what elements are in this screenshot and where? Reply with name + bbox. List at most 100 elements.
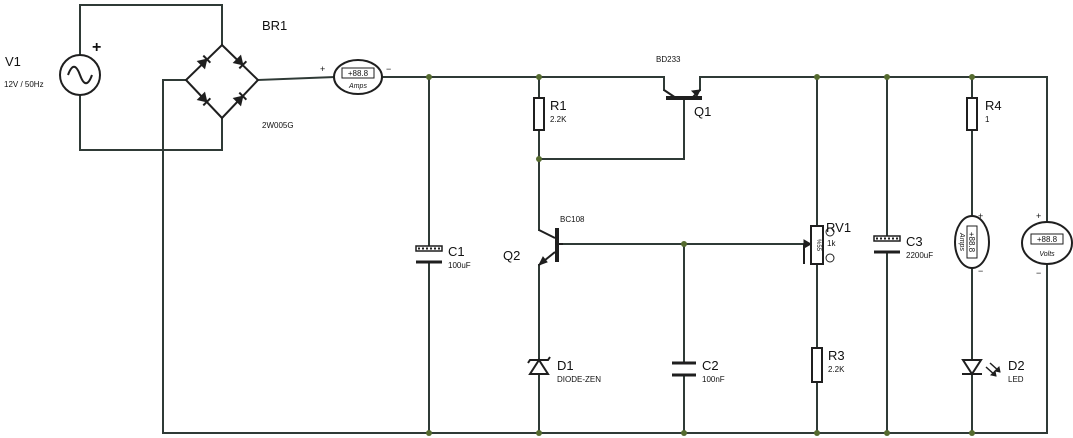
increment-icon xyxy=(825,227,835,237)
c1-ref-label: C1 xyxy=(448,244,465,259)
ammeter-minus-terminal: − xyxy=(978,266,983,276)
led-d2: D2 LED xyxy=(961,358,1025,384)
voltmeter-minus-terminal: − xyxy=(1036,268,1041,278)
decrement-icon xyxy=(825,253,835,263)
led-icon xyxy=(961,359,983,376)
capacitor-c2: C2 100nF xyxy=(672,358,725,384)
r3-ref-label: R3 xyxy=(828,348,845,363)
r4-ref-label: R4 xyxy=(985,98,1002,113)
voltmeter-output: +88.8 Volts + − xyxy=(1021,211,1073,278)
junction-dot xyxy=(426,430,432,436)
zener-diode-d1: D1 DIODE-ZEN xyxy=(527,356,601,384)
diode-icon xyxy=(232,54,248,70)
wire-bridge-minus xyxy=(162,79,187,434)
capacitor-c3: C3 2200uF xyxy=(873,234,933,260)
transistor-collector-leg xyxy=(538,229,556,239)
ammeter-reading: +88.8 xyxy=(348,69,369,78)
diode-icon xyxy=(196,54,212,70)
c1-value-label: 100uF xyxy=(448,261,471,270)
ammeter-input: +88.8 Amps + − xyxy=(320,59,391,95)
c3-ref-label: C3 xyxy=(906,234,923,249)
junction-dot xyxy=(536,74,542,80)
junction-dot xyxy=(426,74,432,80)
transistor-q1: BD233 Q1 xyxy=(656,55,711,119)
r1-value-label: 2.2K xyxy=(550,115,567,124)
ammeter-unit: Amps xyxy=(348,83,367,90)
wire-q1-base xyxy=(538,97,685,160)
junction-dot xyxy=(884,74,890,80)
junction-dot xyxy=(969,430,975,436)
ammeter-reading: +88.8 xyxy=(967,232,976,253)
bridge-diamond-icon xyxy=(184,43,260,120)
junctions xyxy=(426,74,975,436)
q2-value-label: BC108 xyxy=(560,215,585,224)
resistor-icon xyxy=(811,347,823,383)
potentiometer-rv1: %55 RV1 1k xyxy=(803,220,851,265)
v1-value-label: 12V / 50Hz xyxy=(4,80,44,89)
junction-dot xyxy=(814,430,820,436)
junction-dot xyxy=(536,156,542,162)
q1-ref-label: Q1 xyxy=(694,104,711,119)
ammeter-minus-terminal: − xyxy=(386,64,391,74)
meter-display xyxy=(341,67,375,79)
potentiometer-icon xyxy=(810,225,824,265)
v1-ref-label: V1 xyxy=(5,54,21,69)
ammeter-led: +88.8 Amps + − xyxy=(954,211,990,276)
rv1-value-label: 1k xyxy=(827,239,836,248)
capacitor-icon xyxy=(873,235,901,242)
junction-dot xyxy=(536,430,542,436)
transistor-collector-leg xyxy=(663,89,677,99)
r1-ref-label: R1 xyxy=(550,98,567,113)
d2-ref-label: D2 xyxy=(1008,358,1025,373)
resistor-icon xyxy=(533,97,545,131)
wire-reg-rail xyxy=(699,76,1048,223)
wire-unreg-rail xyxy=(381,76,665,91)
resistor-r4: R4 1 xyxy=(966,97,1002,131)
v1-plus-sign: + xyxy=(92,39,101,56)
capacitor-icon xyxy=(415,245,443,252)
resistor-r3: R3 2.2K xyxy=(811,347,845,383)
junction-dot xyxy=(681,241,687,247)
meter-display xyxy=(1030,233,1064,245)
q2-ref-label: Q2 xyxy=(503,248,520,263)
d2-value-label: LED xyxy=(1008,375,1024,384)
wire-bridge-plus xyxy=(256,75,336,82)
wire-v1-top xyxy=(79,4,223,61)
c2-value-label: 100nF xyxy=(702,375,725,384)
wire-v1-bottom xyxy=(79,89,223,151)
junction-dot xyxy=(814,74,820,80)
junction-dot xyxy=(884,430,890,436)
junction-dot xyxy=(681,430,687,436)
emitter-arrow-icon xyxy=(690,89,701,97)
wires xyxy=(79,4,1048,434)
rv1-percent-label: %55 xyxy=(815,239,821,252)
zener-cathode-bar xyxy=(527,356,551,364)
resistor-r1: R1 2.2K xyxy=(533,97,567,131)
r4-value-label: 1 xyxy=(985,115,990,124)
bridge-rectifier-br1: BR1 2W005G xyxy=(184,18,294,130)
r3-value-label: 2.2K xyxy=(828,365,845,374)
ammeter-unit: Amps xyxy=(958,232,965,251)
zener-diode-icon xyxy=(528,358,550,375)
capacitor-c1: C1 100uF xyxy=(415,244,471,270)
d1-value-label: DIODE-ZEN xyxy=(557,375,601,384)
diode-icon xyxy=(196,91,212,107)
meter-display xyxy=(966,225,978,259)
rv1-ref-label: RV1 xyxy=(826,220,851,235)
d1-ref-label: D1 xyxy=(557,358,574,373)
br1-ref-label: BR1 xyxy=(262,18,287,33)
voltmeter-plus-terminal: + xyxy=(1036,211,1041,221)
resistor-icon xyxy=(966,97,978,131)
q1-value-label: BD233 xyxy=(656,55,681,64)
voltmeter-reading: +88.8 xyxy=(1037,235,1058,244)
transistor-q2: BC108 Q2 xyxy=(503,215,585,266)
diode-icon xyxy=(232,91,248,107)
wiper-arrow-icon xyxy=(803,239,813,249)
ac-source-v1: + V1 12V / 50Hz xyxy=(4,39,101,96)
ammeter-plus-terminal: + xyxy=(320,64,325,74)
ammeter-plus-terminal: + xyxy=(978,211,983,221)
voltmeter-unit: Volts xyxy=(1039,251,1055,258)
emitter-arrow-icon xyxy=(537,256,548,266)
br1-value-label: 2W005G xyxy=(262,121,294,130)
